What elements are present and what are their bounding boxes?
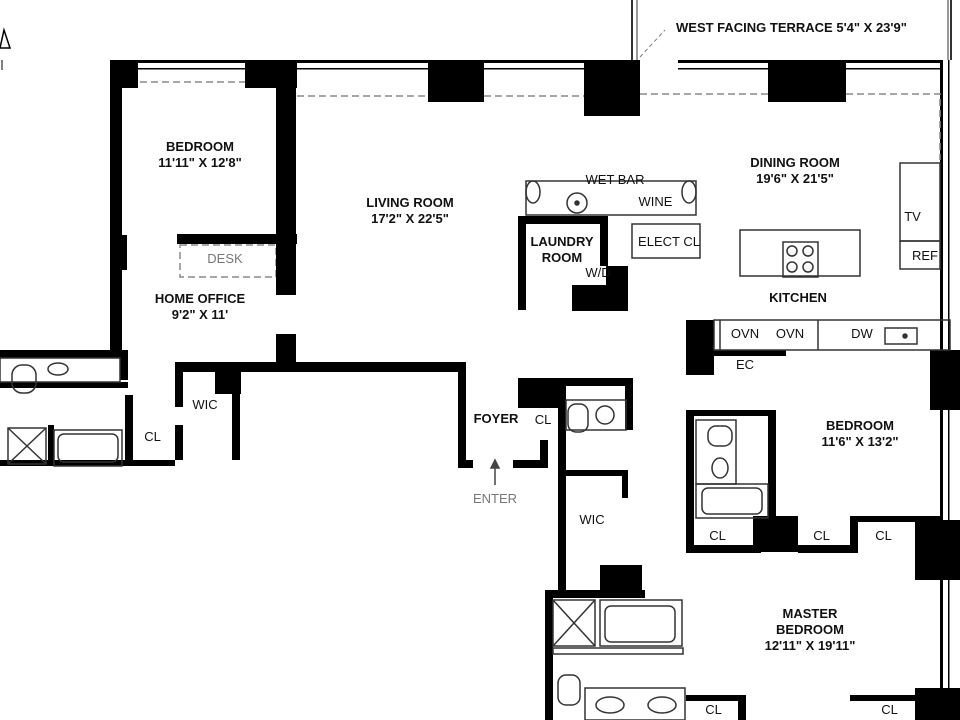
home-office-name: HOME OFFICE [154, 291, 246, 306]
kitchen-island [739, 229, 861, 277]
terrace-railing [631, 0, 952, 60]
wic-1-label: WIC [192, 397, 218, 412]
oven-1-label: OVN [730, 326, 760, 341]
wic-2-label: WIC [579, 512, 605, 527]
ref-label: REF [912, 248, 938, 263]
fixtures [0, 162, 951, 720]
elect-cl-label: ELECT CL [638, 234, 700, 249]
wet-bar-counter [525, 180, 697, 216]
bedroom-2-name: BEDROOM [826, 418, 894, 433]
laundry-line1: LAUNDRY [530, 234, 594, 249]
exterior-walls [110, 60, 960, 720]
kitchen-name: KITCHEN [769, 290, 827, 305]
wine-label: WINE [638, 194, 673, 209]
enter-label: ENTER [472, 491, 518, 506]
living-room-name: LIVING ROOM [366, 195, 454, 210]
oven-2-label: OVN [775, 326, 805, 341]
interior-walls [0, 60, 940, 720]
master-bedroom-line2: BEDROOM [776, 622, 844, 637]
cl-master-2-label: CL [881, 702, 898, 717]
north-arrow-icon [0, 27, 12, 70]
laundry-line2: ROOM [541, 250, 583, 265]
desk-label: DESK [207, 251, 243, 266]
bedroom-2-size: 11'6" X 13'2" [821, 434, 899, 449]
home-office-size: 9'2" X 11' [171, 307, 229, 322]
tv-label: TV [904, 209, 921, 224]
foyer-cl-label: CL [534, 412, 552, 427]
terrace-label: WEST FACING TERRACE 5'4" X 23'9" [676, 20, 907, 35]
wet-bar-label: WET BAR [585, 172, 645, 187]
dining-room-size: 19'6" X 21'5" [756, 171, 834, 186]
bedroom-1-name: BEDROOM [166, 139, 234, 154]
enter-arrow-icon [489, 458, 501, 485]
cl-bath-label: CL [709, 528, 726, 543]
cl-bedroom-2b-label: CL [875, 528, 892, 543]
wet-bar-sink-icon [566, 192, 588, 214]
dishwasher-label: DW [851, 326, 873, 341]
bedroom-1-size: 11'11" X 12'8" [158, 155, 242, 170]
ec-label: EC [735, 357, 755, 372]
wd-label: W/D [585, 265, 611, 280]
foyer-label: FOYER [473, 411, 519, 426]
dining-room-name: DINING ROOM [750, 155, 840, 170]
cl-1-label: CL [144, 429, 161, 444]
cl-bedroom-2a-label: CL [813, 528, 830, 543]
living-room-size: 17'2" X 22'5" [371, 211, 449, 226]
cl-master-1-label: CL [705, 702, 722, 717]
master-bedroom-size: 12'11" X 19'11" [764, 638, 856, 653]
master-bedroom-line1: MASTER [782, 606, 838, 621]
